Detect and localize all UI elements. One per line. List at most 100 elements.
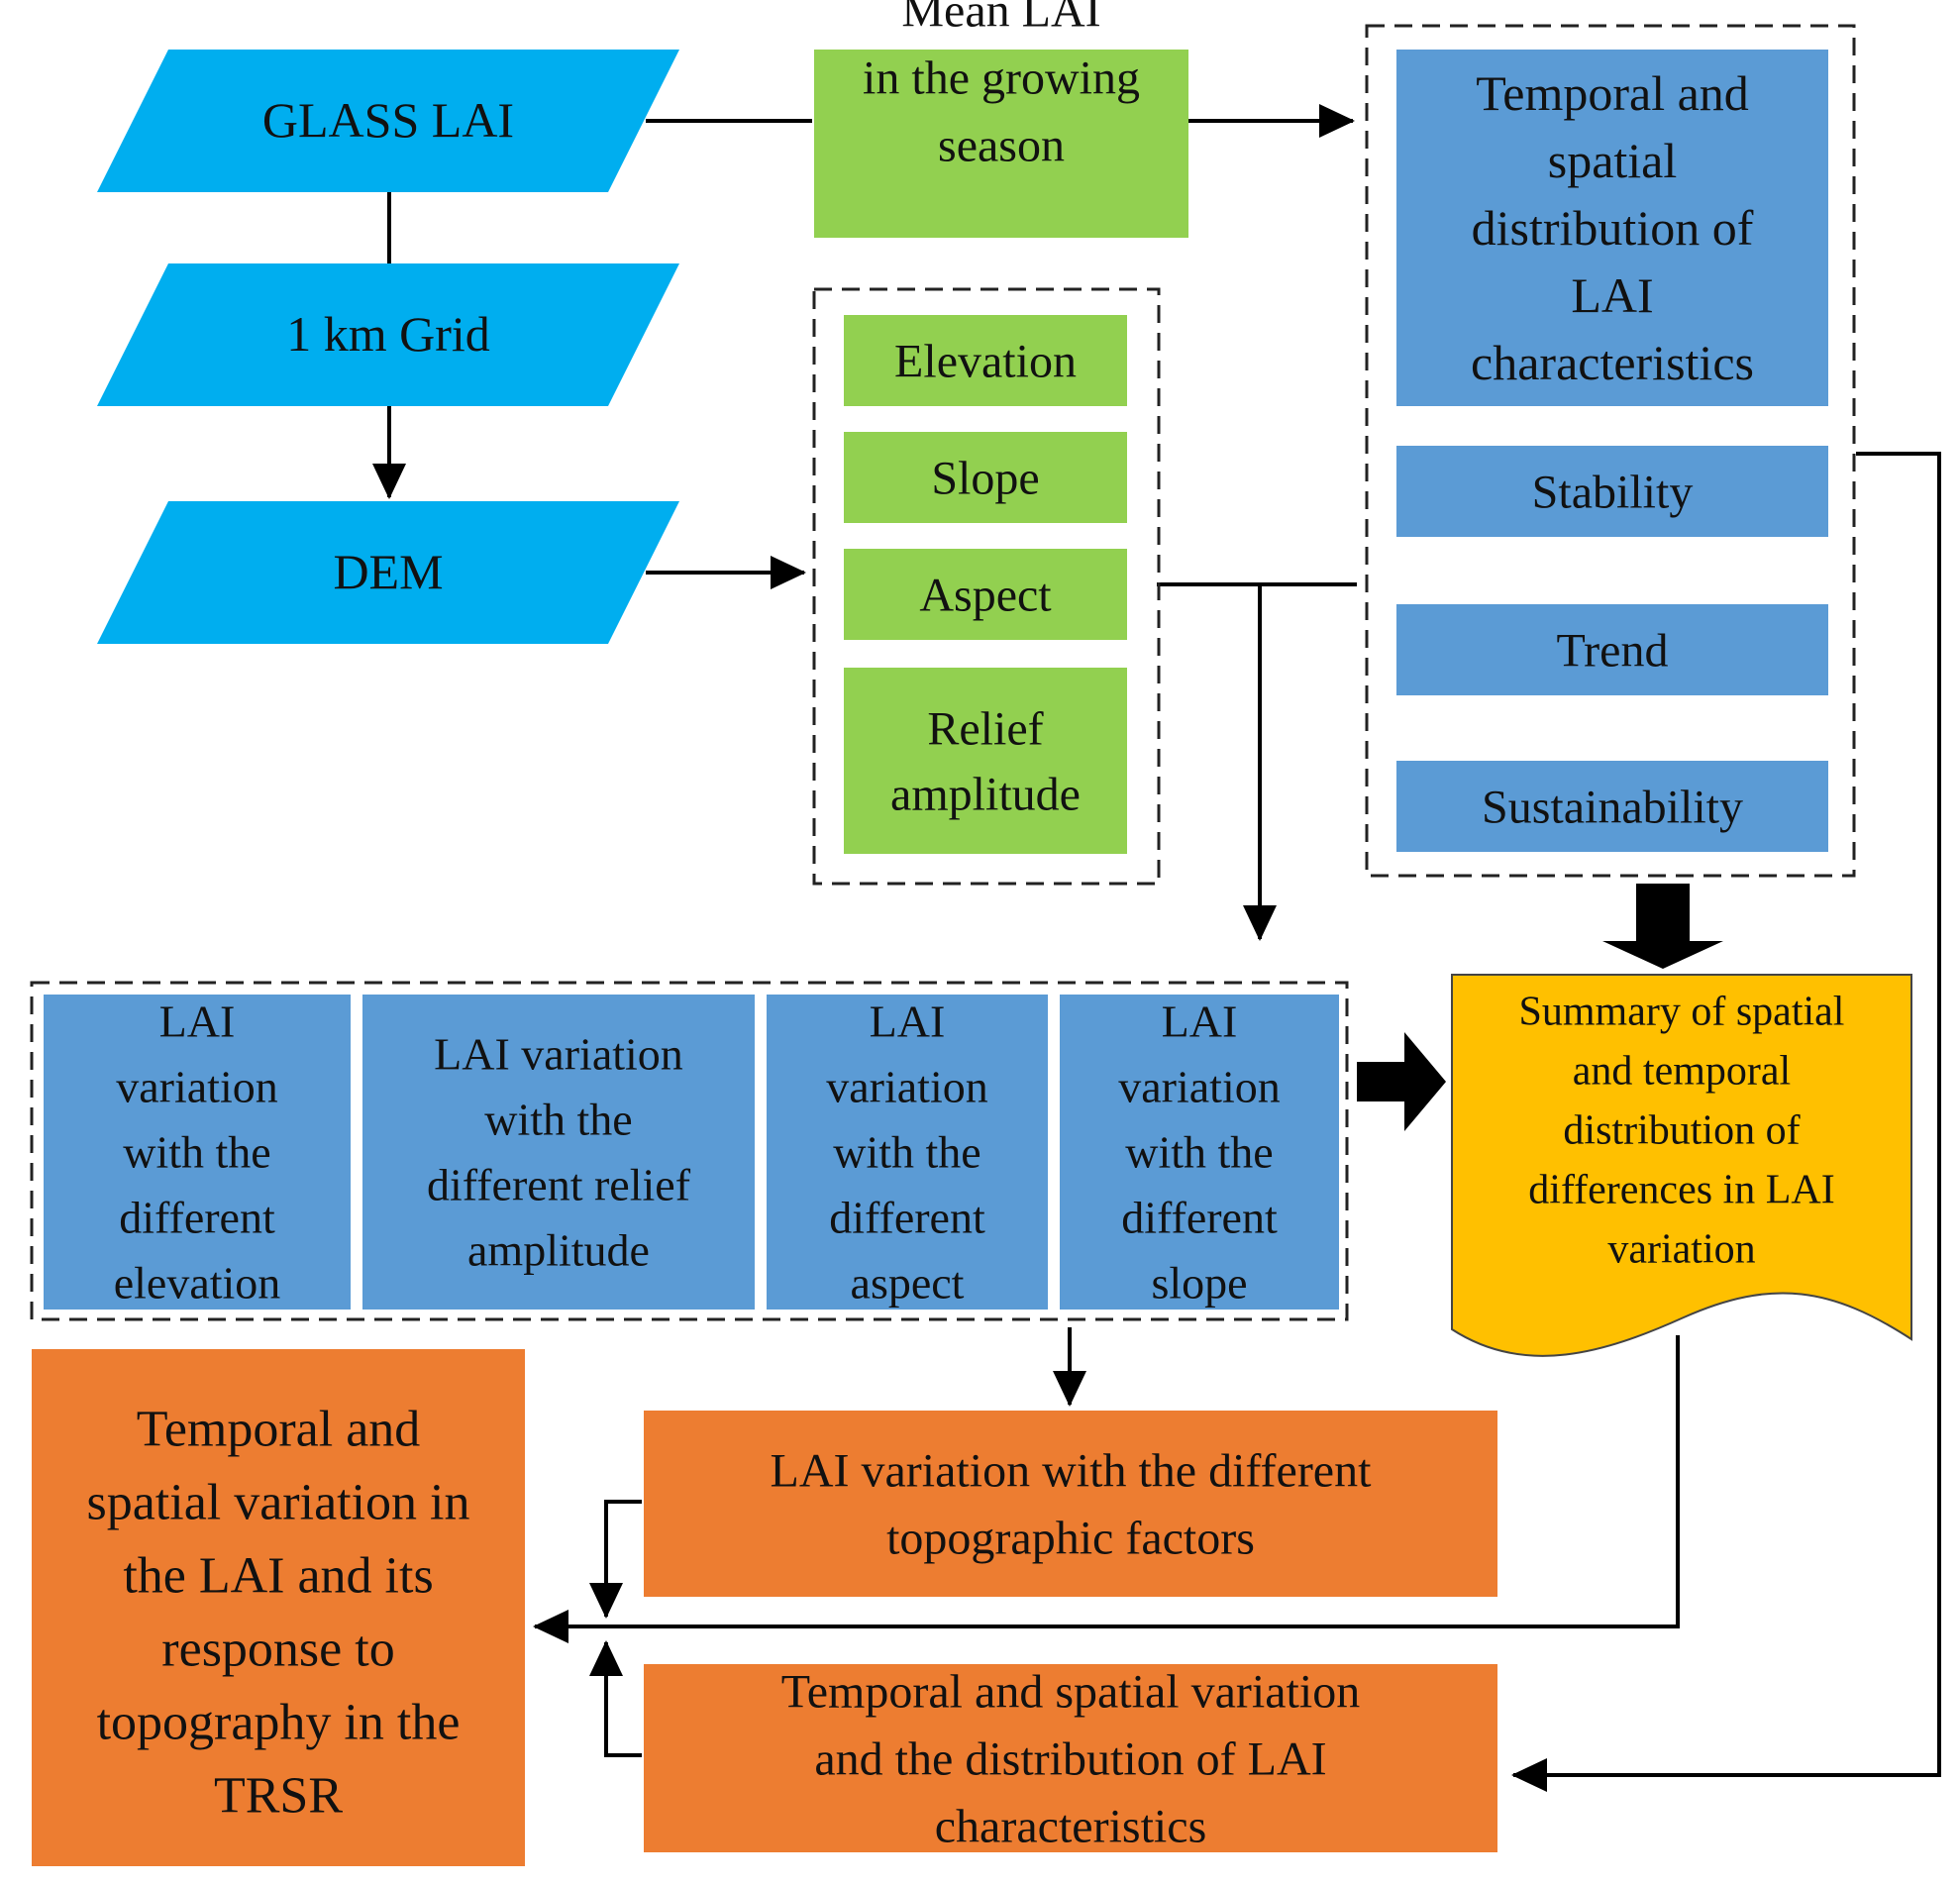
aspect-text: Aspect [919, 569, 1052, 621]
frame-variation-analysis [30, 981, 1349, 1321]
temporal-result-text: Temporal and spatial variation and the di… [781, 1665, 1360, 1852]
text-line: TRSR [214, 1768, 343, 1825]
final-result-text: Temporal and spatial variation in the LAI … [86, 1402, 469, 1825]
text-line: Aspect [919, 569, 1052, 621]
text-line: with the [123, 1127, 270, 1178]
block-arrow-right-to-summary [1357, 1032, 1446, 1131]
relief-text: Relief amplitude [890, 702, 1081, 820]
box-variation-aspect: LAI variation with the different aspect [767, 995, 1048, 1310]
frame-lai-characteristics [1365, 24, 1856, 878]
text-line: Elevation [894, 335, 1077, 387]
text-line: different relief [427, 1160, 691, 1210]
text-line: slope [1151, 1258, 1247, 1309]
dem-shape [97, 501, 679, 644]
glass-lai-label: GLASS LAI [262, 92, 514, 148]
text-line: Mean LAI [901, 0, 1100, 37]
text-line: Temporal and spatial variation [781, 1665, 1360, 1718]
text-line: amplitude [467, 1225, 650, 1276]
text-line: LAI [1162, 996, 1238, 1047]
text-line: in the growing [863, 52, 1140, 104]
box-temporal-result: Temporal and spatial variation and the di… [644, 1664, 1497, 1852]
input-grid: 1 km Grid [97, 263, 679, 406]
text-line: topography in the [97, 1695, 461, 1751]
text-line: Relief [927, 702, 1043, 755]
mean-lai-text: Mean LAI in the growing season [863, 0, 1140, 171]
connector-characteristics-to-temporal [1511, 452, 1941, 1792]
input-glass-lai: GLASS LAI [97, 50, 679, 192]
box-relief: Relief amplitude [844, 668, 1127, 854]
text-line: distribution of [1563, 1107, 1800, 1153]
stability-text: Stability [1532, 466, 1694, 518]
box-mean-lai: Mean LAI in the growing season [814, 0, 1188, 238]
text-line: topographic factors [886, 1512, 1255, 1564]
box-topographic-result: LAI variation with the different topograp… [644, 1411, 1497, 1597]
frame-topographic-factors [812, 287, 1161, 886]
text-line: with the [1125, 1127, 1273, 1178]
text-line: Stability [1532, 466, 1694, 518]
text-line: with the [833, 1127, 980, 1178]
grid-label: 1 km Grid [286, 306, 490, 362]
text-line: and temporal [1573, 1048, 1791, 1094]
text-line: Slope [931, 452, 1039, 504]
slope-text: Slope [931, 452, 1039, 504]
text-line: LAI variation with the different [771, 1444, 1373, 1497]
distribution-text: Temporal and spatial distribution of LAI cha… [1471, 65, 1754, 390]
text-line: Temporal and [137, 1402, 421, 1458]
box-variation-relief: LAI variation with the different relief amp… [362, 995, 755, 1310]
box-elevation: Elevation [844, 315, 1127, 406]
text-line: LAI variation [434, 1029, 683, 1080]
trend-text: Trend [1557, 624, 1669, 677]
text-line: LAI [870, 996, 946, 1047]
variation-relief-text: LAI variation with the different relief amp… [427, 1029, 691, 1276]
text-line: response to [161, 1622, 394, 1678]
connector-topographic-to-final [589, 1500, 642, 1619]
text-line: with the [484, 1095, 632, 1145]
box-distribution: Temporal and spatial distribution of LAI cha… [1396, 50, 1828, 406]
box-sustainability: Sustainability [1396, 761, 1828, 852]
text-line: characteristics [1471, 335, 1754, 390]
dashed-frames [30, 24, 1856, 1321]
connector-summary-to-final [533, 1335, 1680, 1643]
text-line: different [1121, 1193, 1278, 1243]
text-line: spatial [1548, 133, 1678, 188]
text-line: variation [1607, 1226, 1755, 1272]
grid-shape [97, 263, 679, 406]
text-line: Trend [1557, 624, 1669, 677]
box-variation-slope: LAI variation with the different slope [1060, 995, 1339, 1310]
text-line: LAI [1571, 267, 1653, 323]
text-line: characteristics [935, 1800, 1207, 1852]
box-summary: Summary of spatial and temporal distributi… [1451, 974, 1912, 1357]
text-line: Summary of spatial [1519, 989, 1845, 1034]
block-arrows [1357, 884, 1723, 1131]
box-trend: Trend [1396, 604, 1828, 695]
text-line: distribution of [1472, 200, 1754, 256]
text-line: variation [1118, 1062, 1281, 1112]
summary-text: Summary of spatial and temporal distributi… [1519, 989, 1845, 1272]
text-line: season [938, 119, 1065, 171]
variation-aspect-text: LAI variation with the different aspect [826, 996, 988, 1309]
text-line: and the distribution of LAI [814, 1732, 1326, 1785]
input-dem: DEM [97, 501, 679, 644]
text-line: amplitude [890, 768, 1081, 820]
box-aspect: Aspect [844, 549, 1127, 640]
text-line: variation [826, 1062, 988, 1112]
text-line: aspect [851, 1258, 965, 1309]
elevation-text: Elevation [894, 335, 1077, 387]
dem-label: DEM [333, 544, 443, 599]
text-line: spatial variation in [86, 1475, 469, 1531]
text-line: differences in LAI [1528, 1167, 1834, 1212]
box-final-result: Temporal and spatial variation in the LAI … [32, 1349, 525, 1866]
text-line: different [119, 1193, 275, 1243]
text-line: Sustainability [1482, 781, 1743, 833]
box-stability: Stability [1396, 446, 1828, 537]
text-line: different [829, 1193, 985, 1243]
text-line: variation [116, 1062, 278, 1112]
summary-shape [1451, 974, 1912, 1357]
text-line: Temporal and [1476, 65, 1749, 121]
variation-slope-text: LAI variation with the different slope [1118, 996, 1281, 1309]
connector-temporal-to-final [589, 1640, 642, 1757]
text-line: the LAI and its [123, 1548, 433, 1605]
